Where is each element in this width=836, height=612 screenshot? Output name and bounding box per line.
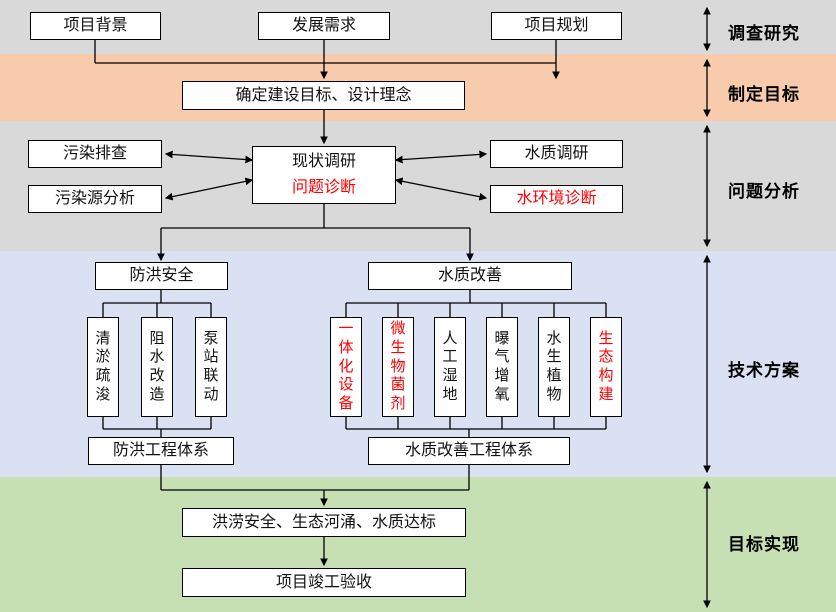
tree-connector-lines <box>94 40 607 491</box>
node-project-background: 项目背景 <box>30 12 161 40</box>
phase-label-analysis: 问题分析 <box>728 182 800 201</box>
bidirectional-arrows <box>164 150 488 201</box>
node-construction-goal: 确定建设目标、设计理念 <box>182 81 465 110</box>
node-water-quality-survey: 水质调研 <box>490 140 623 168</box>
node-development-needs: 发展需求 <box>258 12 390 40</box>
node-microbial-agent: 微生物菌剂 <box>382 317 414 417</box>
water-block-retrofit-label: 阻水改造 <box>149 329 165 403</box>
constructed-wetland-label: 人工湿地 <box>442 329 458 403</box>
node-aquatic-plants: 水生植物 <box>538 317 570 417</box>
status-survey-label: 现状调研 <box>291 152 356 170</box>
node-status-survey: 现状调研 问题诊断 <box>252 146 396 204</box>
microbial-agent-label: 微生物菌剂 <box>390 320 406 413</box>
node-water-block-retrofit: 阻水改造 <box>141 317 173 417</box>
node-integrated-equipment: 一体化设备 <box>330 317 362 417</box>
node-pollution-screening: 污染排查 <box>28 140 162 168</box>
integrated-equipment-label: 一体化设备 <box>338 320 354 413</box>
node-project-planning: 项目规划 <box>491 12 622 40</box>
problem-diagnosis-label: 问题诊断 <box>291 179 356 196</box>
node-flood-engineering-system: 防洪工程体系 <box>88 437 234 465</box>
aquatic-plants-label: 水生植物 <box>546 329 562 403</box>
node-pump-station-linkage: 泵站联动 <box>195 317 227 417</box>
pump-station-linkage-label: 泵站联动 <box>203 329 219 403</box>
node-water-env-diagnosis: 水环境诊断 <box>490 185 623 213</box>
node-pollution-source-analysis: 污染源分析 <box>28 185 162 213</box>
flow-arrows <box>157 63 560 567</box>
node-aeration-oxygenation: 曝气增氧 <box>486 317 518 417</box>
node-outcome: 洪涝安全、生态河涌、水质达标 <box>182 508 466 537</box>
node-constructed-wetland: 人工湿地 <box>434 317 466 417</box>
phase-label-technical: 技术方案 <box>728 361 800 380</box>
node-wq-engineering-system: 水质改善工程体系 <box>368 437 570 465</box>
node-water-quality-improvement: 水质改善 <box>368 262 572 290</box>
node-flood-safety: 防洪安全 <box>95 262 228 290</box>
node-dredging: 清淤疏浚 <box>87 317 119 417</box>
node-completion-acceptance: 项目竣工验收 <box>182 568 466 597</box>
ecological-construction-label: 生态构建 <box>598 329 614 403</box>
node-ecological-construction: 生态构建 <box>590 317 622 417</box>
phase-label-goal: 制定目标 <box>728 85 800 104</box>
aeration-oxygenation-label: 曝气增氧 <box>494 329 510 403</box>
dredging-label: 清淤疏浚 <box>95 329 111 403</box>
phase-label-achieve: 目标实现 <box>728 535 800 554</box>
phase-label-investigation: 调查研究 <box>728 24 800 43</box>
